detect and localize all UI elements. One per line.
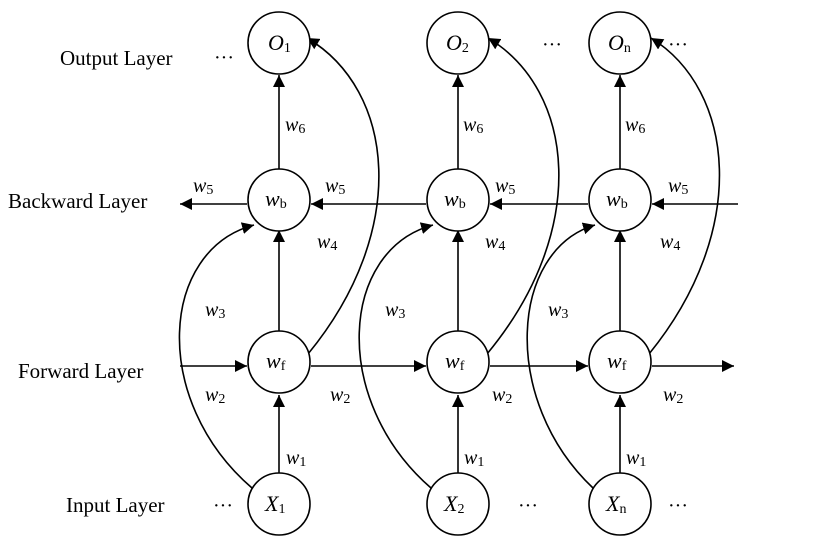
output-ellipsis-left: ···	[214, 47, 234, 69]
weight-w1-col1: w1	[286, 447, 306, 470]
svg-text:O2: O2	[446, 30, 469, 56]
weight-w1-col3: w1	[626, 447, 646, 470]
edge-w4-col1	[306, 37, 380, 355]
forward-layer-label: Forward Layer	[18, 359, 143, 383]
weight-w3-col3: w3	[548, 299, 568, 322]
edge-w3-col3	[526, 222, 596, 489]
backward-node-1: wb	[247, 168, 311, 232]
backward-layer-label: Backward Layer	[8, 189, 147, 213]
weight-w5-col2: w5	[495, 175, 515, 198]
weight-w4-col2: w4	[485, 231, 505, 254]
edge-w3-col2	[358, 222, 434, 489]
forward-node-1: wf	[247, 330, 311, 394]
output-ellipsis-mid: ···	[542, 34, 562, 56]
svg-text:On: On	[608, 30, 631, 56]
weight-w2-col3: w2	[663, 384, 683, 407]
weight-w6-col3: w6	[625, 114, 645, 137]
weight-w3-col2: w3	[385, 299, 405, 322]
weight-w3-col1: w3	[205, 299, 225, 322]
svg-text:wf: wf	[445, 348, 465, 374]
input-node-1: X1	[247, 472, 311, 536]
svg-text:wf: wf	[266, 348, 286, 374]
forward-node-2: wf	[426, 330, 490, 394]
backward-node-2: wb	[426, 168, 490, 232]
output-node-1: O1	[247, 11, 311, 75]
weight-w2-col1: w2	[330, 384, 350, 407]
output-node-n: On	[588, 11, 652, 75]
input-ellipsis-right: ···	[668, 495, 688, 517]
svg-text:wb: wb	[265, 186, 287, 212]
output-node-2: O2	[426, 11, 490, 75]
svg-text:O1: O1	[268, 30, 291, 56]
weight-w6-col2: w6	[463, 114, 483, 137]
forward-node-3: wf	[588, 330, 652, 394]
svg-text:wb: wb	[444, 186, 466, 212]
edge-w3-col1	[178, 222, 255, 489]
svg-text:Xn: Xn	[605, 491, 626, 517]
input-node-2: X2	[426, 472, 490, 536]
weight-w4-col3: w4	[660, 231, 680, 254]
input-layer-label: Input Layer	[66, 493, 165, 517]
weight-w1-col2: w1	[464, 447, 484, 470]
svg-text:X2: X2	[443, 491, 464, 517]
edge-w4-col2	[486, 37, 560, 355]
weight-w4-col1: w4	[317, 231, 337, 254]
output-layer-label: Output Layer	[60, 46, 173, 70]
edge-w4-col3	[648, 37, 721, 355]
input-node-n: Xn	[588, 472, 652, 536]
output-ellipsis-right: ···	[668, 34, 688, 56]
weight-w5-col1: w5	[325, 175, 345, 198]
weight-w2-col2: w2	[492, 384, 512, 407]
weight-w2-left: w2	[205, 384, 225, 407]
svg-text:wf: wf	[607, 348, 627, 374]
weight-w5-col3: w5	[668, 175, 688, 198]
svg-text:X1: X1	[264, 491, 285, 517]
backward-node-3: wb	[588, 168, 652, 232]
weight-w6-col1: w6	[285, 114, 305, 137]
weight-w5-left: w5	[193, 175, 213, 198]
svg-text:wb: wb	[606, 186, 628, 212]
input-ellipsis-mid: ···	[518, 495, 538, 517]
input-ellipsis-left: ···	[213, 495, 233, 517]
